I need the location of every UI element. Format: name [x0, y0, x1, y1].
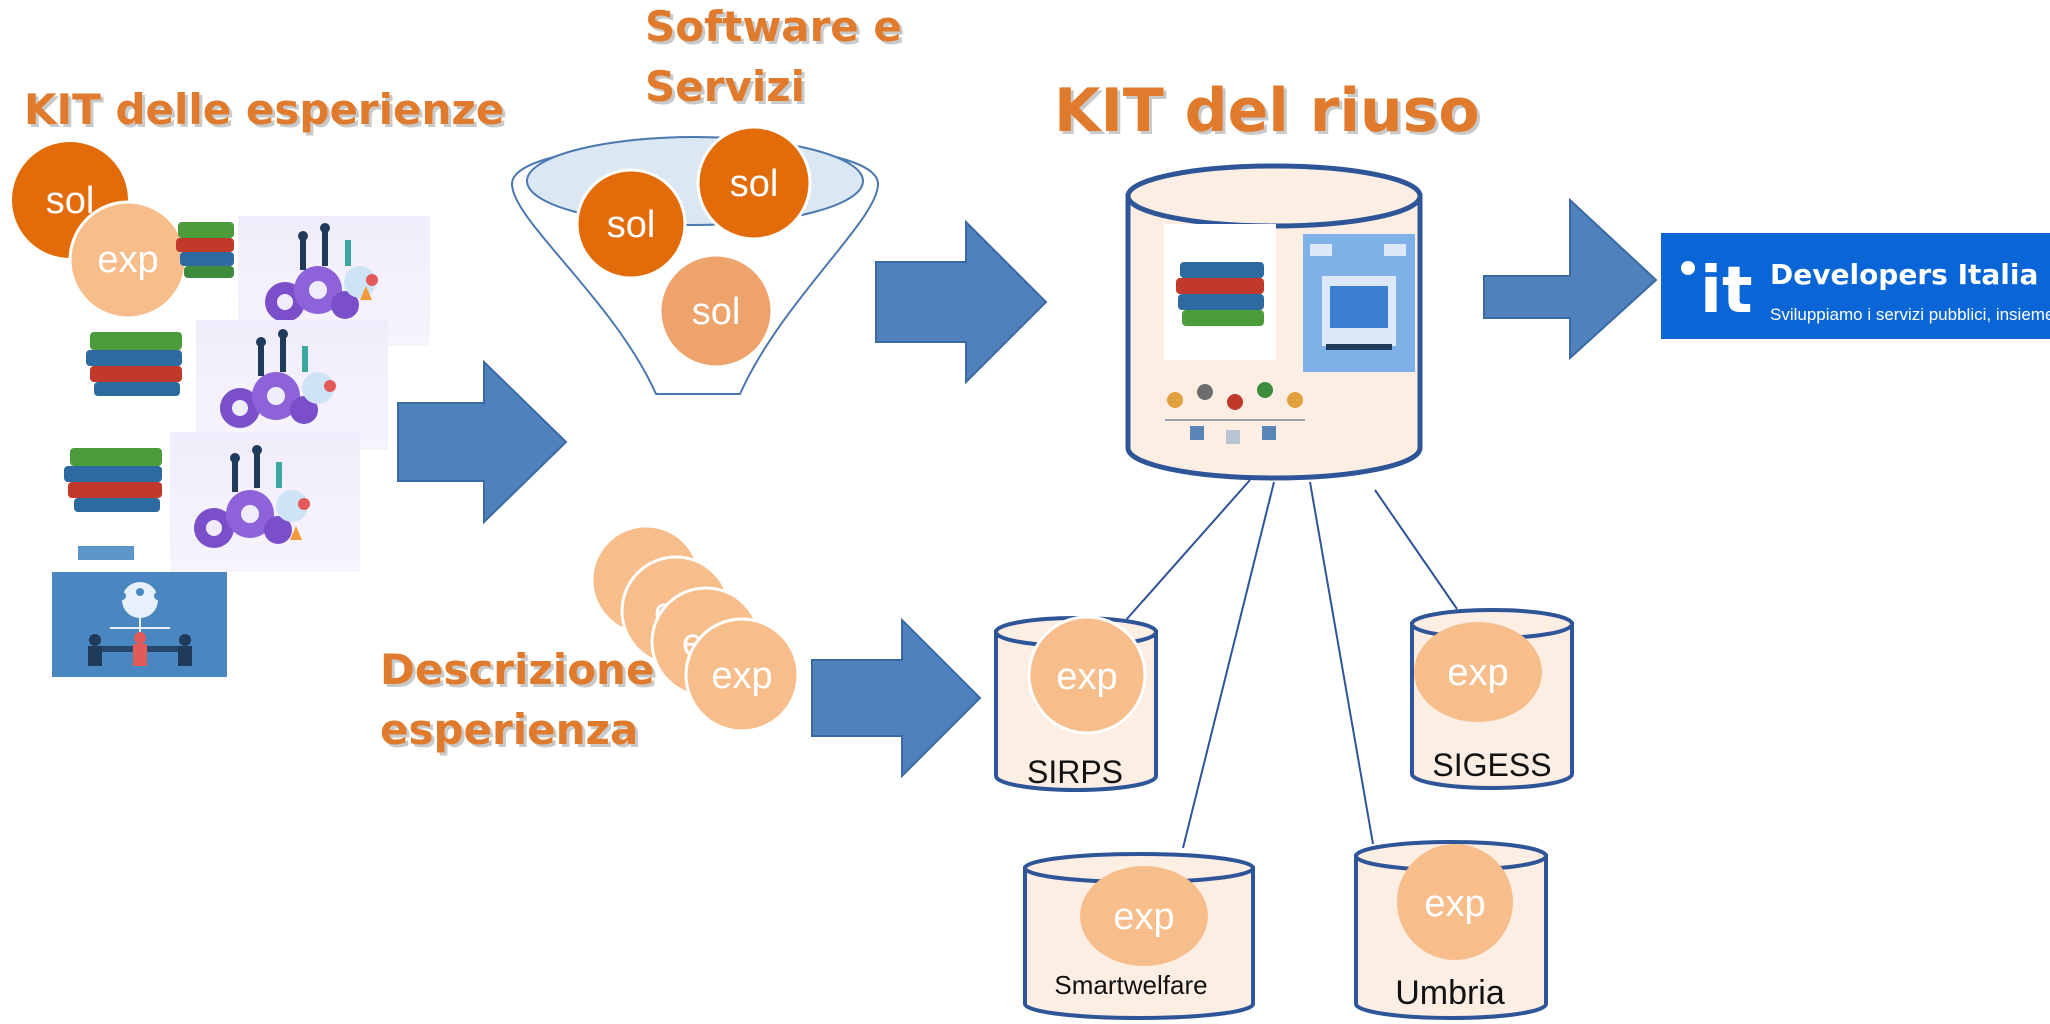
- logo-dot-icon: [1681, 261, 1695, 275]
- descrizione-title-line1: Descrizione: [380, 645, 654, 694]
- svg-text:exp: exp: [1447, 652, 1508, 694]
- developer-workstation-icon: [1303, 234, 1415, 372]
- connector-lines: [1125, 479, 1458, 849]
- descrizione-title-line2-shadow: esperienza: [383, 708, 641, 757]
- kit-riuso-title-shadow: KIT del riuso: [1057, 79, 1483, 149]
- repo-sirps: exp SIRPS: [994, 615, 1158, 792]
- repo-umbria: exp Umbria: [1354, 840, 1548, 1020]
- svg-text:exp: exp: [711, 655, 772, 697]
- descrizione-title-line2: esperienza: [380, 705, 638, 754]
- descrizione-title-shadow: Descrizione: [383, 648, 657, 697]
- sol-bubble: sol: [658, 253, 774, 369]
- books-icon-2: [86, 332, 182, 396]
- sol-bubble: sol: [696, 125, 812, 241]
- exp-bubble: exp: [68, 200, 188, 320]
- arrow-to-sirps: [811, 617, 982, 779]
- svg-text:sol: sol: [692, 291, 741, 333]
- svg-text:sol: sol: [730, 163, 779, 205]
- svg-text:sol: sol: [607, 204, 656, 246]
- svg-text:exp: exp: [1113, 896, 1174, 938]
- kit-riuso-title: KIT del riuso: [1054, 76, 1480, 146]
- descrizione-group: e e e exp Descrizione Descrizione esperi…: [380, 524, 982, 779]
- software-title-line1: Software e: [645, 2, 902, 51]
- repo-sigess: exp SIGESS: [1410, 608, 1574, 790]
- kit-esperienze-title: KIT delle esperienze: [24, 85, 504, 134]
- exp-bubble: exp: [684, 617, 800, 733]
- svg-text:sol: sol: [46, 180, 95, 222]
- svg-text:exp: exp: [1424, 883, 1485, 925]
- arrow-to-funnel: [397, 359, 568, 525]
- brand-title: Developers Italia: [1770, 258, 2038, 291]
- sol-bubble: sol: [575, 168, 687, 280]
- software-title-shadow: Software e: [648, 5, 905, 54]
- gears-icon: [194, 445, 310, 548]
- exp-badge: [1027, 615, 1147, 735]
- experience-card-strip: [78, 546, 134, 560]
- software-title-line2-shadow: Servizi: [648, 65, 808, 114]
- brand-subtitle: Sviluppiamo i servizi pubblici, insieme: [1770, 305, 2050, 324]
- svg-text:exp: exp: [97, 239, 158, 281]
- repo-label: SIRPS: [1027, 754, 1123, 790]
- kit-esperienze-group: KIT delle esperienze KIT delle esperienz…: [12, 85, 568, 677]
- experience-card-2: [196, 320, 388, 450]
- team-network-illustration: [52, 572, 227, 677]
- repo-smartwelfare: exp Smartwelfare: [1023, 852, 1255, 1020]
- software-servizi-group: Software e Software e Servizi Servizi so…: [510, 2, 1048, 395]
- arrow-to-developers-italia: [1483, 197, 1658, 361]
- repo-label: SIGESS: [1432, 747, 1551, 783]
- repo-label: Smartwelfare: [1054, 970, 1207, 1000]
- kit-riuso-group: KIT del riuso KIT del riuso: [1054, 76, 1658, 849]
- books-icon: [1164, 224, 1276, 360]
- experience-card-3: [170, 432, 360, 572]
- logo-mark: it: [1700, 254, 1753, 328]
- exp-badge: [1414, 622, 1542, 722]
- software-title-line2: Servizi: [645, 62, 805, 111]
- arrow-to-kit-riuso: [875, 219, 1048, 385]
- gears-icon: [265, 223, 378, 322]
- books-icon-3: [64, 448, 162, 512]
- kit-esperienze-title-shadow: KIT delle esperienze: [27, 88, 507, 137]
- developers-italia-logo: it Developers Italia Sviluppiamo i servi…: [1661, 233, 2050, 339]
- repo-label: Umbria: [1395, 974, 1505, 1012]
- exp-badge: [1397, 844, 1513, 960]
- people-collaboration-icon: [1165, 382, 1305, 444]
- exp-badge: [1080, 866, 1208, 966]
- books-icon-1: [176, 222, 234, 278]
- gears-icon: [220, 329, 336, 428]
- svg-text:exp: exp: [1056, 656, 1117, 698]
